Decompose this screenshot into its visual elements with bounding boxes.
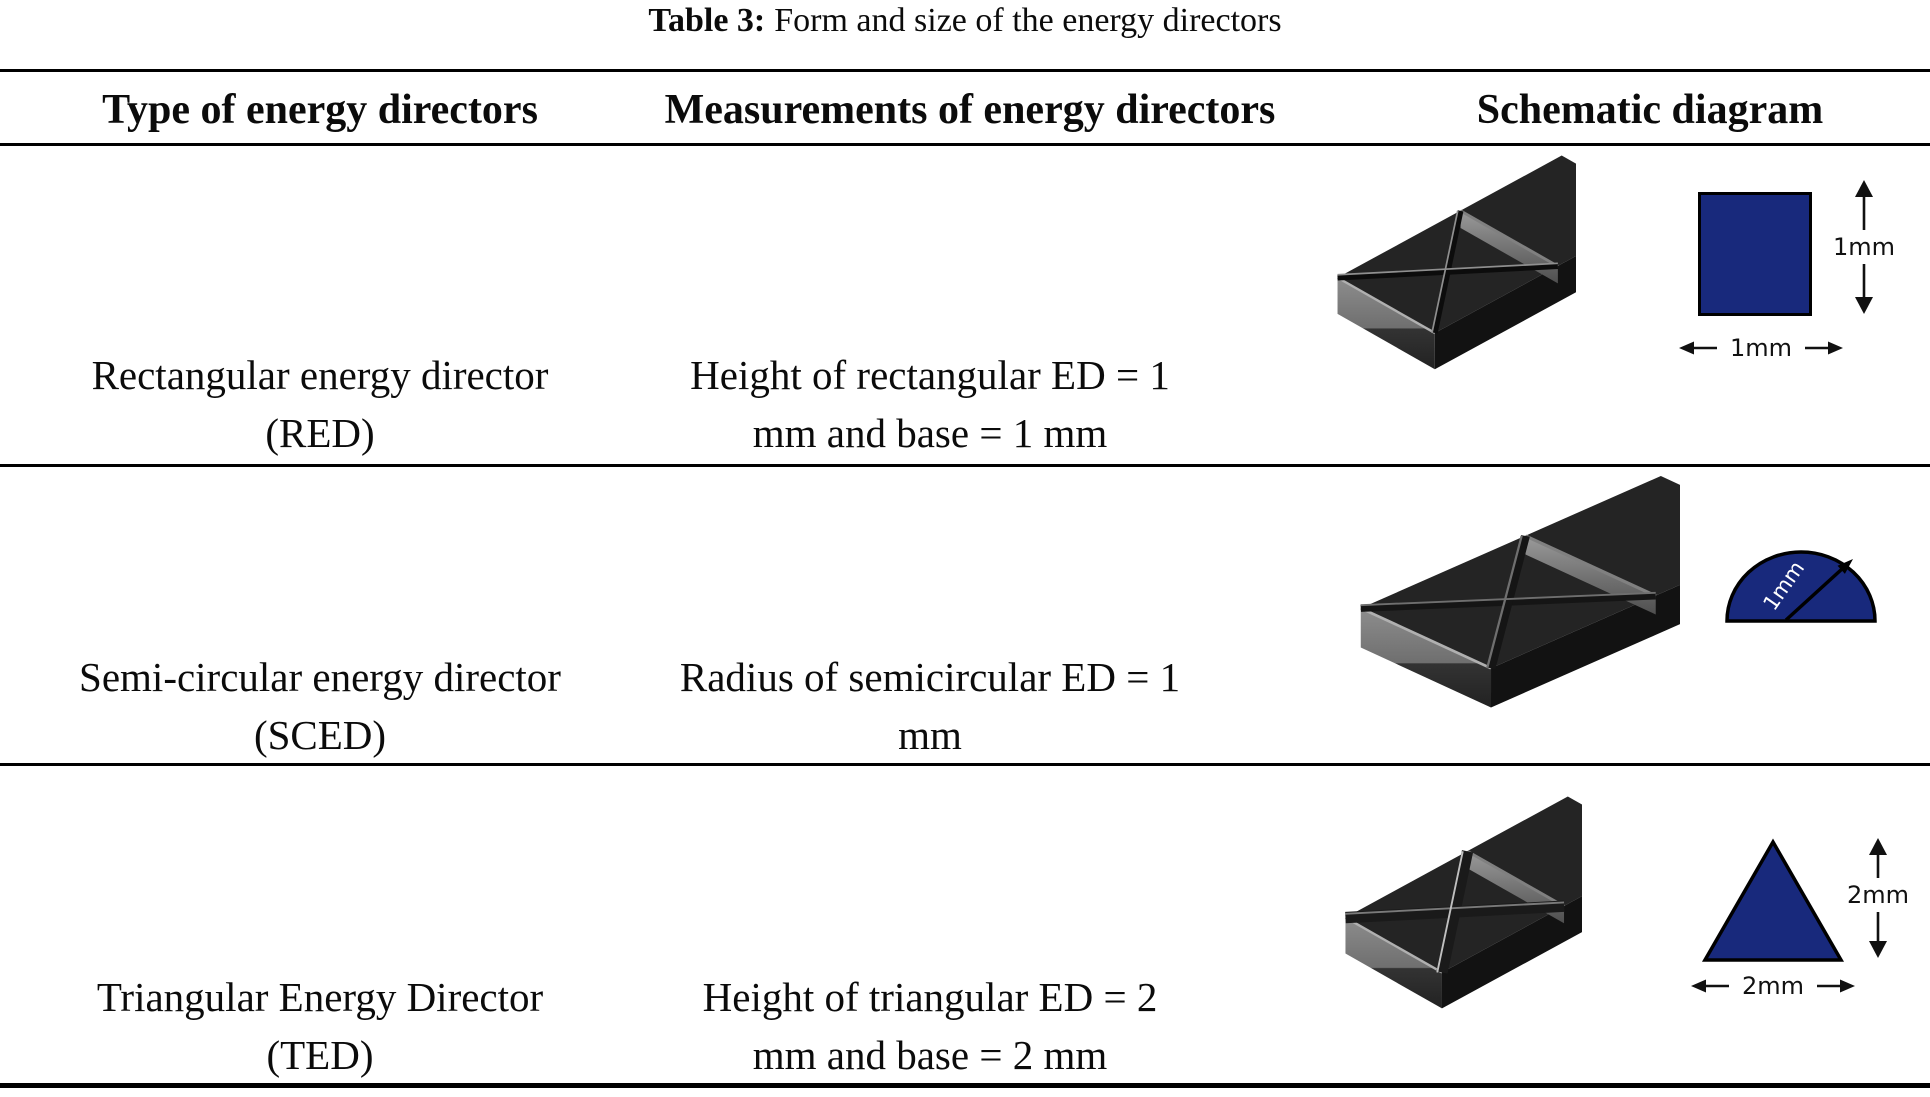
ted-3d-model-image [1344,796,1582,1009]
up-arrow-icon [1855,180,1873,230]
left-arrow-icon [1690,979,1729,993]
ted-height-label: 2mm [1846,881,1910,909]
right-arrow-icon [1805,341,1844,355]
row1-measurement-cell: Height of rectangular ED = 1 mm and base… [620,346,1240,462]
row1-type-cell: Rectangular energy director (RED) [10,346,630,462]
down-arrow-icon [1869,912,1887,958]
up-arrow-icon [1869,838,1887,878]
row1-measurement-line2: mm and base = 1 mm [752,410,1108,456]
ted-cross-section-triangle [1701,838,1845,962]
red-height-dimension: 1mm [1824,180,1904,314]
row2-measurement-line1: Radius of semicircular ED = 1 [679,654,1181,700]
row2-measurement-cell: Radius of semicircular ED = 1 mm [620,648,1240,764]
row1-measurement-line1: Height of rectangular ED = 1 [690,352,1170,398]
table-caption-text: Form and size of the energy directors [774,2,1282,39]
row3-measurement-line1: Height of triangular ED = 2 [702,974,1158,1020]
row3-measurement-line2: mm and base = 2 mm [752,1032,1108,1078]
row1-type-abbr: (RED) [265,410,375,456]
red-base-label: 1mm [1729,334,1793,362]
row2-measurement-line2: mm [898,712,962,758]
rule-header-bottom [0,143,1930,146]
column-header-schematic: Schematic diagram [1476,87,1824,133]
table-caption: Table 3:Form and size of the energy dire… [0,2,1930,40]
row2-type-name: Semi-circular energy director [79,654,561,700]
row1-type-name: Rectangular energy director [91,352,549,398]
down-arrow-icon [1855,264,1873,314]
red-base-dimension: 1mm [1678,336,1844,360]
column-header-measurements: Measurements of energy directors [664,87,1276,133]
row3-type-cell: Triangular Energy Director (TED) [10,968,630,1084]
radius-arrow-icon [1784,567,1844,622]
rule-top [0,69,1930,72]
sced-3d-model-image [1359,476,1680,708]
column-header-type: Type of energy directors [102,87,538,133]
rule-row1-bottom [0,464,1930,467]
row3-type-abbr: (TED) [266,1032,374,1078]
right-arrow-icon [1817,979,1856,993]
ted-base-dimension: 2mm [1688,974,1858,998]
row3-type-name: Triangular Energy Director [96,974,544,1020]
sced-cross-section-semicircle: 1mm [1725,550,1877,623]
table-caption-number: Table 3: [648,2,766,39]
row3-measurement-cell: Height of triangular ED = 2 mm and base … [620,968,1240,1084]
row2-type-abbr: (SCED) [253,712,387,758]
red-cross-section-square [1698,192,1812,316]
rule-table-bottom [0,1083,1930,1088]
red-3d-model-image [1336,155,1576,370]
rule-row2-bottom [0,763,1930,766]
ted-base-label: 2mm [1741,972,1805,1000]
red-height-label: 1mm [1832,233,1896,261]
left-arrow-icon [1678,341,1717,355]
row2-type-cell: Semi-circular energy director (SCED) [10,648,630,764]
ted-height-dimension: 2mm [1838,838,1918,958]
